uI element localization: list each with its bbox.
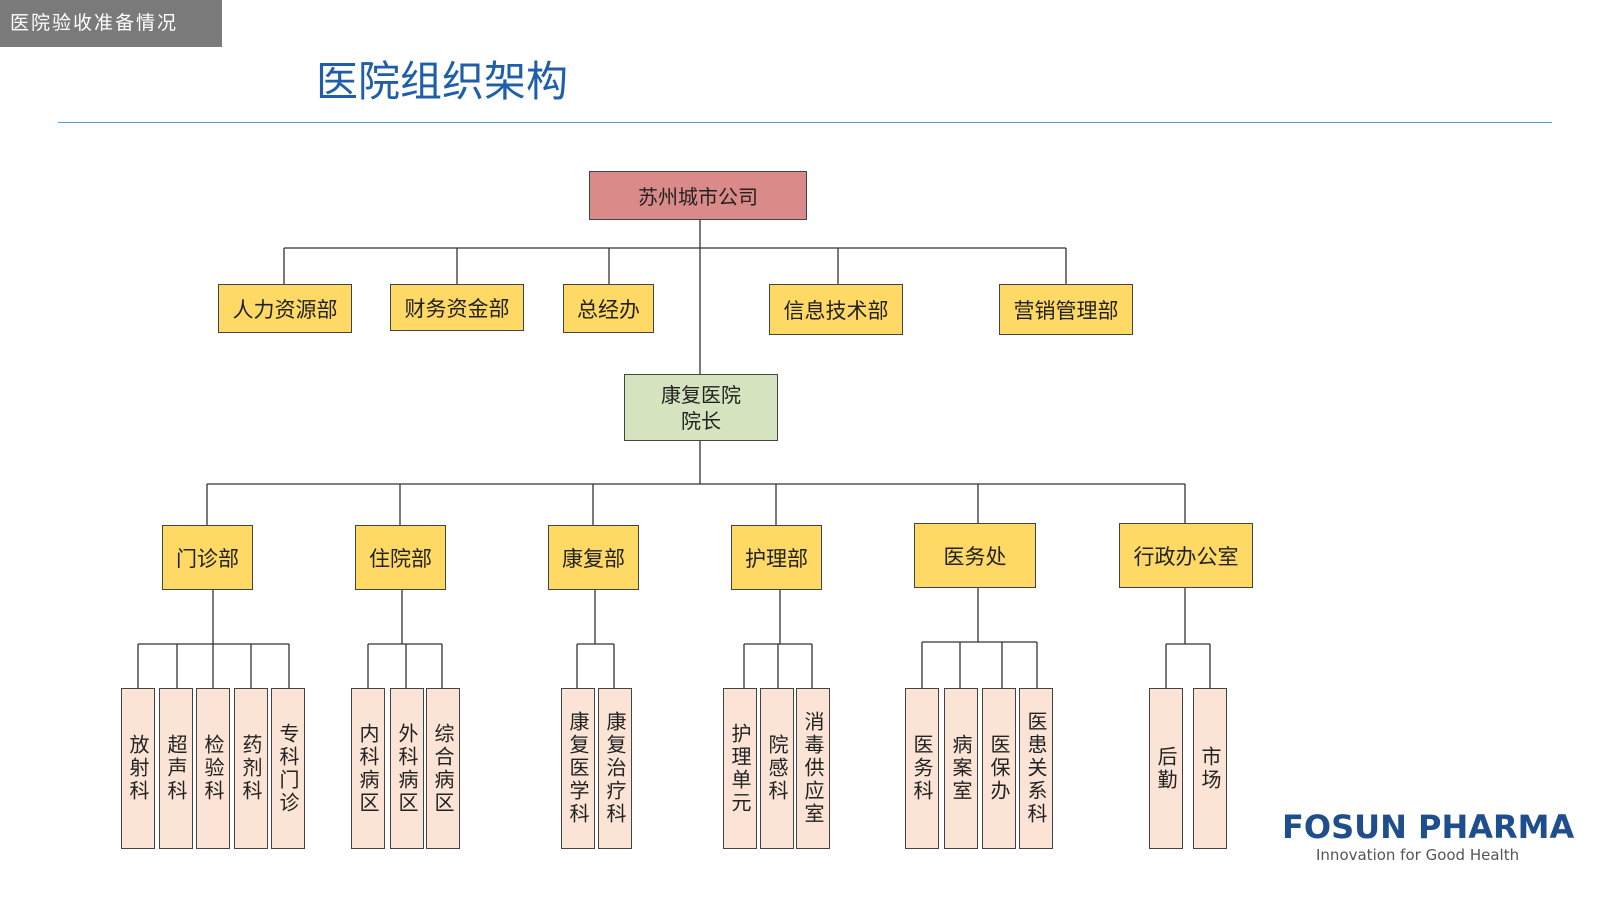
logo-tagline: Innovation for Good Health xyxy=(1316,846,1520,864)
unit-pharmacy: 药剂科 xyxy=(234,688,268,849)
unit-rehab-medicine: 康复医学科 xyxy=(561,688,595,849)
unit-surgical-ward: 外科病区 xyxy=(390,688,424,849)
dept-outpatient: 门诊部 xyxy=(162,525,253,590)
dept-medical-affairs: 医务处 xyxy=(914,523,1036,588)
title-divider xyxy=(58,122,1552,123)
unit-logistics: 后勤 xyxy=(1149,688,1183,849)
company-dept-finance: 财务资金部 xyxy=(390,284,524,331)
hospital-name: 康复医院 xyxy=(661,382,741,407)
unit-nursing-units: 护理单元 xyxy=(723,688,757,849)
unit-radiology: 放射科 xyxy=(121,688,155,849)
logo-brand: FOSUN PHARMA xyxy=(1282,808,1575,846)
unit-rehab-therapy: 康复治疗科 xyxy=(598,688,632,849)
dept-nursing: 护理部 xyxy=(731,525,822,590)
org-root-company: 苏州城市公司 xyxy=(589,171,807,220)
dept-rehabilitation: 康复部 xyxy=(548,525,639,590)
section-tag: 医院验收准备情况 xyxy=(0,0,222,47)
unit-patient-relations: 医患关系科 xyxy=(1019,688,1053,849)
company-dept-marketing: 营销管理部 xyxy=(999,284,1133,335)
page-title: 医院组织架构 xyxy=(316,57,569,106)
unit-ultrasound: 超声科 xyxy=(159,688,193,849)
unit-infection-control: 院感科 xyxy=(760,688,794,849)
unit-internal-ward: 内科病区 xyxy=(351,688,385,849)
dept-inpatient: 住院部 xyxy=(355,525,446,590)
company-dept-it: 信息技术部 xyxy=(769,284,903,335)
fosun-pharma-logo: FOSUN PHARMA Innovation for Good Health xyxy=(1282,808,1574,864)
unit-medical-affairs: 医务科 xyxy=(905,688,939,849)
unit-laboratory: 检验科 xyxy=(196,688,230,849)
unit-sterile-supply: 消毒供应室 xyxy=(796,688,830,849)
dept-administration: 行政办公室 xyxy=(1119,523,1253,588)
unit-general-ward: 综合病区 xyxy=(426,688,460,849)
unit-specialty-clinic: 专科门诊 xyxy=(271,688,305,849)
hospital-director-title: 院长 xyxy=(681,408,721,433)
unit-medical-insurance: 医保办 xyxy=(982,688,1016,849)
unit-medical-records: 病案室 xyxy=(944,688,978,849)
unit-marketing: 市场 xyxy=(1193,688,1227,849)
company-dept-hr: 人力资源部 xyxy=(218,284,352,333)
company-dept-general-office: 总经办 xyxy=(563,284,654,333)
hospital-director: 康复医院 院长 xyxy=(624,374,778,441)
